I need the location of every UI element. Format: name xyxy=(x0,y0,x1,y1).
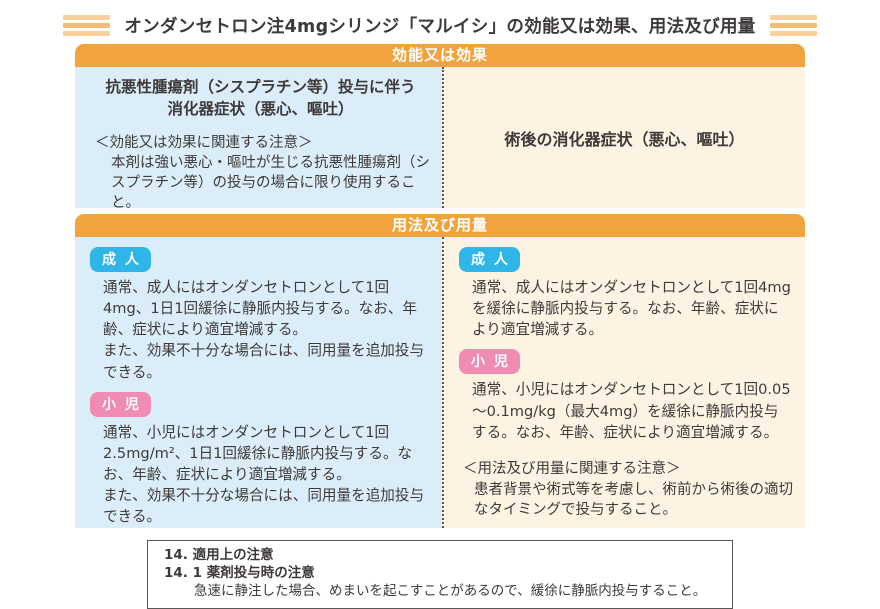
indication-related-note: ＜効能又は効果に関連する注意＞ 本剤は強い悪心・嘔吐が生じる抗悪性腫瘍剤（シスプ… xyxy=(91,133,430,213)
document-header: オンダンセトロン注4mgシリンジ「マルイシ」の効能又は効果、用法及び用量 xyxy=(0,13,880,38)
indication-chemotherapy-heading-line2: 消化器症状（悪心、嘔吐） xyxy=(167,100,354,119)
precaution-heading-14-1: 14. 1 薬剤投与時の注意 xyxy=(164,565,315,582)
dosage-chemo-adult-text1: 通常、成人にはオンダンセトロンとして1回4mg、1日1回緩徐に静脈内投与する。な… xyxy=(103,279,418,339)
dosage-chemotherapy-column: 成 人 通常、成人にはオンダンセトロンとして1回4mg、1日1回緩徐に静脈内投与… xyxy=(75,237,442,528)
stripe-decoration-left-icon xyxy=(63,15,111,36)
section-indication-header: 効能又は効果 xyxy=(75,44,805,67)
indication-note-title: ＜効能又は効果に関連する注意＞ xyxy=(95,134,313,151)
section-dosage: 用法及び用量 成 人 通常、成人にはオンダンセトロンとして1回4mg、1日1回緩… xyxy=(75,214,805,528)
indication-postoperative-column: 術後の消化器症状（悪心、嘔吐） xyxy=(442,67,805,208)
dosage-postop-adult-text: 通常、成人にはオンダンセトロンとして1回4mgを緩徐に静脈内投与する。なお、年齢… xyxy=(472,279,791,339)
indication-note-body: 本剤は強い悪心・嘔吐が生じる抗悪性腫瘍剤（シスプラチン等）の投与の場合に限り使用… xyxy=(111,154,430,211)
section-dosage-header: 用法及び用量 xyxy=(75,214,805,237)
child-badge: 小 児 xyxy=(459,349,520,375)
precaution-heading-14: 14. 適用上の注意 xyxy=(164,547,274,563)
dosage-postoperative-column: 成 人 通常、成人にはオンダンセトロンとして1回4mgを緩徐に静脈内投与する。な… xyxy=(442,237,805,528)
section-indication-body: 抗悪性腫瘍剤（シスプラチン等）投与に伴う 消化器症状（悪心、嘔吐） ＜効能又は効… xyxy=(75,67,805,211)
section-indication: 効能又は効果 抗悪性腫瘍剤（シスプラチン等）投与に伴う 消化器症状（悪心、嘔吐）… xyxy=(75,44,805,211)
dosage-chemo-child-text2: また、効果不十分な場合には、同用量を追加投与できる。 xyxy=(103,487,425,526)
section-dosage-body: 成 人 通常、成人にはオンダンセトロンとして1回4mg、1日1回緩徐に静脈内投与… xyxy=(75,237,805,528)
adult-badge: 成 人 xyxy=(90,247,151,272)
dosage-related-note: ＜用法及び用量に関連する注意＞ 患者背景や術式等を考慮し、術前から術後の適切なタ… xyxy=(459,459,793,521)
dosage-note-title: ＜用法及び用量に関連する注意＞ xyxy=(463,460,681,477)
indication-postoperative-heading: 術後の消化器症状（悪心、嘔吐） xyxy=(504,129,745,149)
dosage-chemo-adult-text2: また、効果不十分な場合には、同用量を追加投与できる。 xyxy=(103,342,425,381)
adult-badge: 成 人 xyxy=(459,247,520,272)
dosage-chemo-child-text1: 通常、小児にはオンダンセトロンとして1回2.5mg/m²、1日1回緩徐に静脈内投… xyxy=(103,423,413,484)
application-precautions-box: 14. 適用上の注意 14. 1 薬剤投与時の注意 急速に静注した場合、めまいを… xyxy=(147,540,733,609)
child-badge: 小 児 xyxy=(90,391,151,417)
indication-chemotherapy-heading-line1: 抗悪性腫瘍剤（シスプラチン等）投与に伴う xyxy=(105,78,416,96)
dosage-note-body: 患者背景や術式等を考慮し、術前から術後の適切なタイミングで投与すること。 xyxy=(474,481,793,519)
precaution-body-text: 急速に静注した場合、めまいを起こすことがあるので、緩徐に静脈内投与すること。 xyxy=(194,583,707,600)
indication-chemotherapy-heading: 抗悪性腫瘍剤（シスプラチン等）投与に伴う 消化器症状（悪心、嘔吐） xyxy=(91,76,430,121)
stripe-decoration-right-icon xyxy=(769,15,817,36)
dosage-postop-child-text: 通常、小児にはオンダンセトロンとして1回0.05～0.1mg/kg（最大4mg）… xyxy=(472,381,791,441)
indication-chemotherapy-column: 抗悪性腫瘍剤（シスプラチン等）投与に伴う 消化器症状（悪心、嘔吐） ＜効能又は効… xyxy=(75,67,442,211)
page-title: オンダンセトロン注4mgシリンジ「マルイシ」の効能又は効果、用法及び用量 xyxy=(124,17,756,37)
